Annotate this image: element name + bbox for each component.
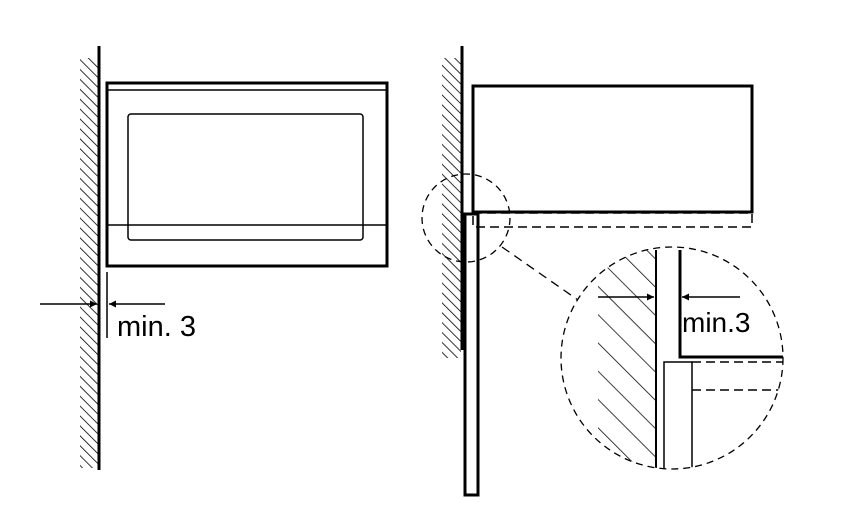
appliance-side <box>471 84 754 214</box>
detail-magnified: min.3 <box>560 246 784 470</box>
wall-hatching <box>80 58 98 468</box>
dimension-label: min. 3 <box>117 311 196 343</box>
microwave-front <box>105 81 389 268</box>
detail-door-panel <box>663 361 693 469</box>
door-window <box>127 113 364 241</box>
detail-marker-circle <box>421 173 511 263</box>
detail-leader-line <box>501 246 579 301</box>
detail-appliance-corner <box>678 250 783 359</box>
detail-dimension-label: min.3 <box>682 307 750 338</box>
right-view: min.3 <box>421 46 784 497</box>
wall-hatching <box>442 58 461 358</box>
left-view: min. 3 <box>40 46 389 470</box>
detail-wall-hatching <box>598 250 656 469</box>
cabinet-door-panel <box>463 212 480 497</box>
cabinet-dashed-outline <box>472 212 753 228</box>
